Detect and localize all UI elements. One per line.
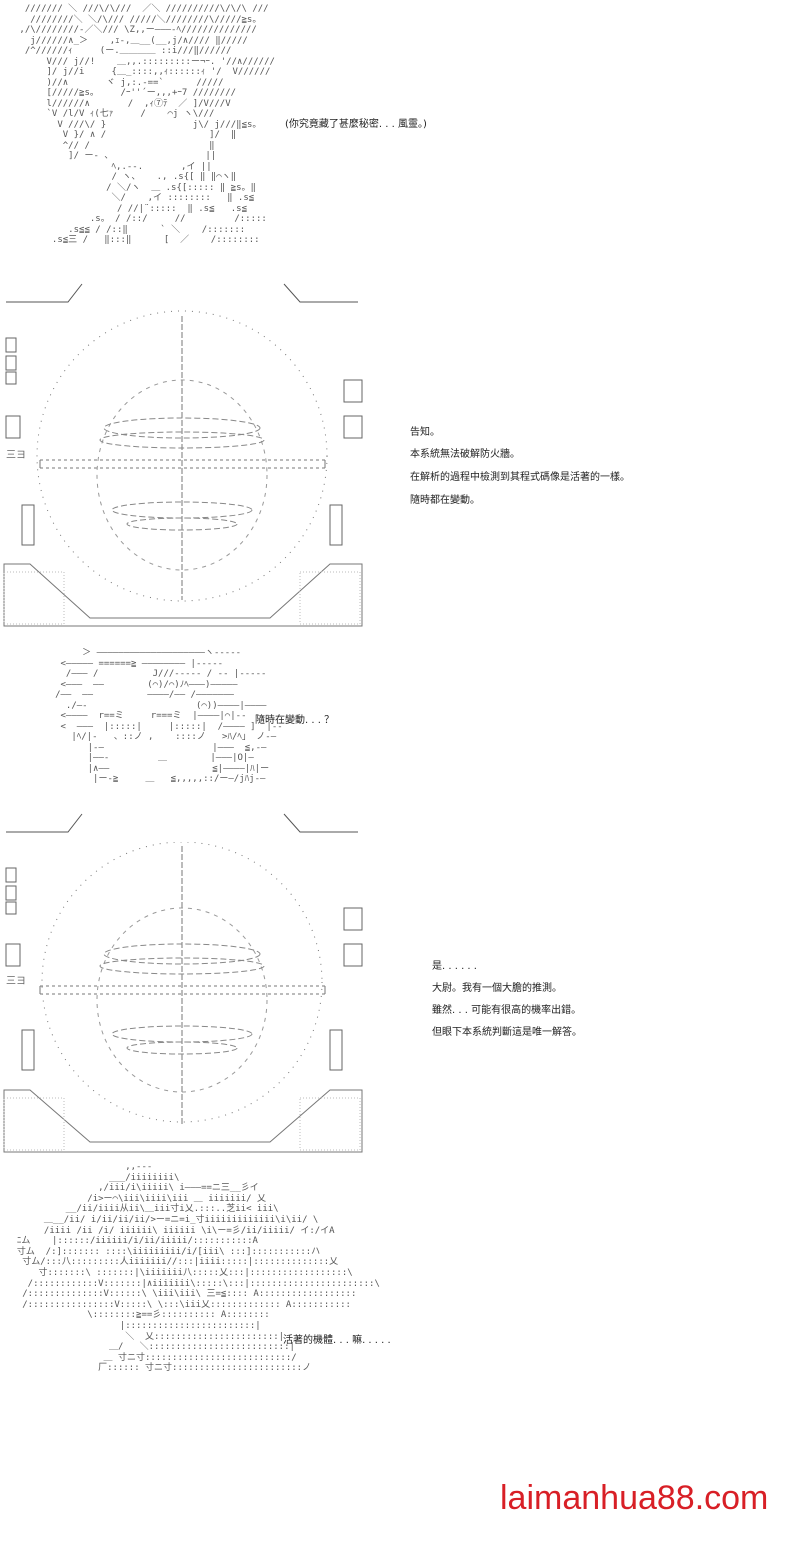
machine-face-ascii-art: ＞ ――――――――――――――――――――ヽ----- <――――― ====… (55, 648, 283, 784)
dialogue-line: 活著的機體. . . 嘛. . . . . (283, 1335, 391, 1346)
watermark-text: laimanhua88.com (500, 1479, 769, 1517)
dialogue-line: 大尉。我有一個大膽的推測。 (432, 983, 562, 994)
panel-5: ,,--- ___/iiiiiiii\ ,/iii/i\iiiii\ i―――=… (0, 1162, 800, 1550)
dialogue-line: 隨時都在變動。 (410, 495, 480, 506)
dialogue-line: 告知。 (410, 427, 440, 438)
dialogue-line: 是. . . . . . (432, 961, 477, 972)
dialogue-line: 在解析的過程中檢測到其程式碼像是活著的一樣。 (410, 472, 630, 483)
svg-text:三ヨ: 三ヨ (6, 450, 26, 461)
dialogue-line: 雖然. . . 可能有很高的機率出錯。 (432, 1005, 582, 1016)
panel-frame-top (6, 283, 358, 303)
dialogue-line: 但眼下本系統判斷這是唯一解答。 (432, 1027, 582, 1038)
svg-text:三ヨ: 三ヨ (6, 976, 26, 987)
hud-scope-graphic: 三ヨ (3, 842, 363, 1153)
panel-1: /////// ＼ ///\/\/// ／＼ //////////\/\/\ /… (0, 0, 800, 303)
hud-scope-graphic: 三ヨ (3, 310, 363, 627)
panel-2: 三ヨ 告知。 本系統無法破解防火牆。 在解析的過程中檢測到其程式碼像是活著的一樣… (0, 310, 800, 640)
panel-frame-top (0, 640, 800, 800)
dialogue-line: 隨時在變動. . . ？ (255, 715, 335, 726)
panel-3: ＞ ――――――――――――――――――――ヽ----- <――――― ====… (0, 640, 800, 800)
character-ascii-art: /////// ＼ ///\/\/// ／＼ //////////\/\/\ /… (19, 4, 275, 245)
dialogue-line: (你究竟藏了甚麼秘密. . . 風靈。) (285, 119, 427, 130)
pilot-ascii-art: ,,--- ___/iiiiiiii\ ,/iii/i\iiiii\ i―――=… (16, 1162, 380, 1374)
dialogue-line: 本系統無法破解防火牆。 (410, 449, 520, 460)
panel-4: 三ヨ 是. . . . . . 大尉。我有一個大膽的推測。 雖然. . . 可能… (0, 842, 800, 1162)
